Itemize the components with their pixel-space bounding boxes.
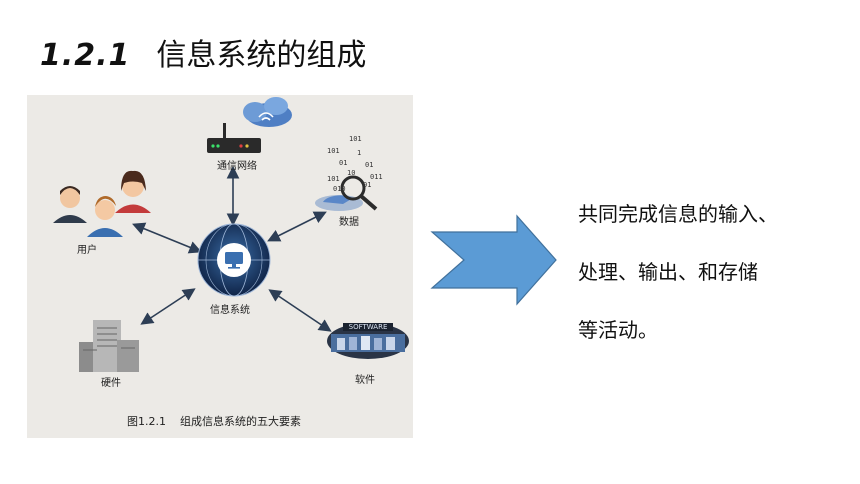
description-line: 处理、输出、和存储 — [578, 260, 758, 284]
page-title: 1.2.1 信息系统的组成 — [40, 30, 366, 74]
label-users: 用户 — [77, 245, 97, 256]
binary-digit: 101 — [327, 175, 340, 183]
binary-digit: 01 — [363, 181, 371, 189]
binary-digit: 01 — [365, 161, 373, 169]
connector-arrows — [132, 165, 332, 332]
label-software: 软件 — [355, 375, 375, 386]
figure-caption: 图1.2.1 组成信息系统的五大要素 — [127, 413, 301, 429]
software-banner-text: SOFTWARE — [349, 323, 388, 331]
hardware-icon — [79, 320, 139, 372]
label-network: 通信网络 — [217, 161, 257, 172]
description-text: 共同完成信息的输入、 处理、输出、和存储 等活动。 — [578, 185, 778, 359]
users-icon — [53, 170, 151, 237]
section-number: 1.2.1 — [40, 38, 131, 73]
binary-digit: 10 — [347, 169, 355, 177]
right-arrow-icon — [430, 214, 557, 306]
binary-digit: 01 — [339, 159, 347, 167]
caption-text: 组成信息系统的五大要素 — [180, 415, 301, 428]
binary-digit: 1 — [357, 149, 361, 157]
five-elements-figure: 101 101 01 1 01 10 011 101 010 01 — [27, 95, 413, 438]
system-hub-icon — [197, 223, 271, 297]
binary-digit: 101 — [349, 135, 362, 143]
router-icon — [207, 123, 261, 153]
description-line: 等活动。 — [578, 318, 658, 342]
section-title: 信息系统的组成 — [156, 38, 367, 73]
binary-digit: 011 — [370, 173, 383, 181]
label-system: 信息系统 — [210, 305, 250, 316]
cloud-icon — [243, 97, 292, 127]
figure-diagram: 101 101 01 1 01 10 011 101 010 01 — [53, 97, 409, 372]
binary-digits: 101 101 01 1 01 10 011 101 010 01 — [327, 135, 383, 193]
binary-digit: 010 — [333, 185, 346, 193]
label-hardware: 硬件 — [101, 378, 121, 389]
software-icon: SOFTWARE — [327, 323, 409, 359]
caption-number: 图1.2.1 — [127, 415, 166, 428]
binary-digit: 101 — [327, 147, 340, 155]
data-icon — [315, 175, 378, 211]
description-line: 共同完成信息的输入、 — [578, 202, 778, 226]
label-data: 数据 — [339, 217, 359, 228]
